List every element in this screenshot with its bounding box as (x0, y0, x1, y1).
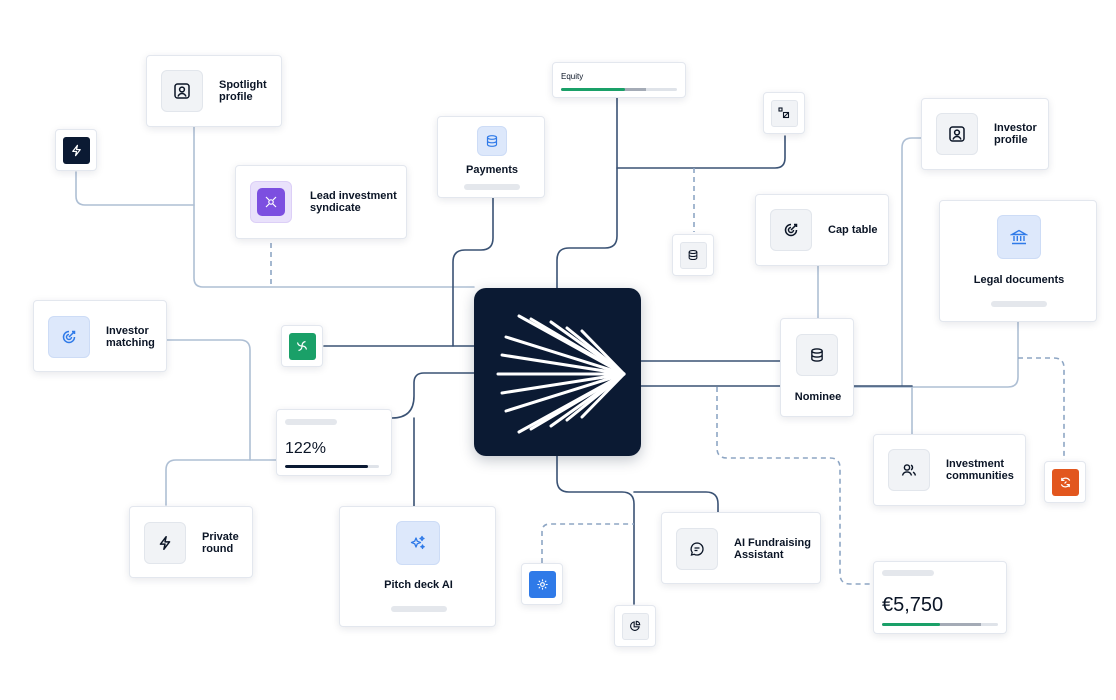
lightning-icon (62, 136, 90, 164)
lead-investment-syndicate-label: Lead investment syndicate (310, 190, 397, 214)
investor-matching-card[interactable]: Investor matching (33, 300, 167, 372)
placeholder-bar (285, 419, 337, 425)
target-node[interactable] (521, 563, 563, 605)
investor-profile-label: Investor profile (994, 122, 1037, 146)
spiral-icon (288, 332, 316, 360)
coins-node[interactable] (672, 234, 714, 276)
lightning-node[interactable] (55, 129, 97, 171)
growth-card[interactable]: 122% (276, 409, 392, 476)
placeholder-bar (991, 301, 1047, 307)
investor-matching-label: Investor matching (106, 325, 155, 349)
investment-communities-label: Investment communities (946, 458, 1014, 482)
equity-card[interactable]: Equity (552, 62, 686, 98)
lightning-icon (144, 522, 186, 564)
users-icon (888, 449, 930, 491)
cap-table-label: Cap table (828, 224, 878, 236)
target-icon (528, 570, 556, 598)
sync-node[interactable] (1044, 461, 1086, 503)
pie-chart-node[interactable] (614, 605, 656, 647)
coins-small-icon (679, 241, 707, 269)
amount-progress (882, 623, 998, 626)
amount-card[interactable]: €5,750 (873, 561, 1007, 634)
spotlight-profile-label: Spotlight profile (219, 79, 267, 103)
chat-icon (676, 528, 718, 570)
coins-icon (796, 334, 838, 376)
investment-communities-card[interactable]: Investment communities (873, 434, 1026, 506)
private-round-label: Private round (202, 531, 239, 555)
profile-icon (161, 70, 203, 112)
placeholder-bar (464, 184, 520, 190)
center-logo[interactable] (474, 288, 641, 456)
equity-label: Equity (561, 72, 584, 81)
sunburst-arrow-logo (496, 314, 626, 434)
sparkles-icon (396, 521, 440, 565)
ai-fundraising-assistant-card[interactable]: AI Fundraising Assistant (661, 512, 821, 584)
legal-documents-label: Legal documents (973, 274, 1065, 286)
profile-icon (936, 113, 978, 155)
spiral-node[interactable] (281, 325, 323, 367)
resize-node[interactable] (763, 92, 805, 134)
lead-investment-syndicate-card[interactable]: Lead investment syndicate (235, 165, 407, 239)
payments-label: Payments (466, 164, 518, 176)
ai-fundraising-assistant-label: AI Fundraising Assistant (734, 537, 811, 561)
shapes-icon (770, 99, 798, 127)
growth-progress (285, 465, 379, 468)
investor-profile-card[interactable]: Investor profile (921, 98, 1049, 170)
pie-chart-icon (621, 612, 649, 640)
amount-value: €5,750 (882, 594, 944, 616)
private-round-card[interactable]: Private round (129, 506, 253, 578)
equity-progress (561, 88, 677, 91)
nominee-card[interactable]: Nominee (780, 318, 854, 417)
pitch-deck-ai-card[interactable]: Pitch deck AI (339, 506, 496, 627)
pitch-deck-ai-label: Pitch deck AI (384, 579, 453, 591)
spotlight-profile-card[interactable]: Spotlight profile (146, 55, 282, 127)
coins-icon (477, 126, 507, 156)
nominee-label: Nominee (794, 391, 842, 403)
growth-value: 122% (285, 440, 326, 457)
sync-icon (1051, 468, 1079, 496)
target-icon (770, 209, 812, 251)
syndicate-icon (250, 181, 292, 223)
placeholder-bar (882, 570, 934, 576)
payments-card[interactable]: Payments (437, 116, 545, 198)
legal-documents-card[interactable]: Legal documents (939, 200, 1097, 322)
bank-icon (997, 215, 1041, 259)
cap-table-card[interactable]: Cap table (755, 194, 889, 266)
placeholder-bar (391, 606, 447, 612)
target-icon (48, 316, 90, 358)
